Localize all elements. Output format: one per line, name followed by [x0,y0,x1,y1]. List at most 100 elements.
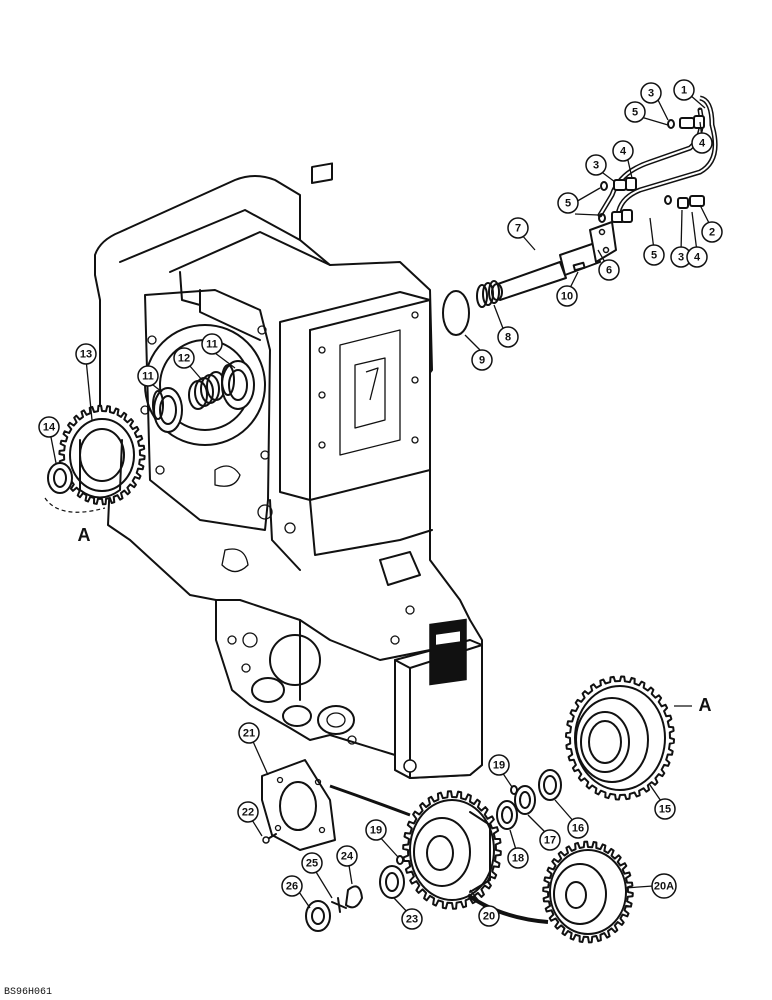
callout-label: 4 [620,146,627,158]
callout-label: 18 [512,853,524,865]
callout-circle [488,754,510,776]
callout-label: 14 [43,422,56,434]
callout-c12: 12 [173,347,195,369]
callout-circle [478,905,500,927]
transmission-housing [94,162,483,779]
callout-label: 6 [606,265,612,277]
callout-label: 9 [479,355,485,367]
callout-c10: 10 [556,285,578,307]
callout-layer: 1233344455567891011111213141516171819192… [38,79,723,930]
callout-label: 4 [694,252,701,264]
callout-circle [654,798,676,820]
callout-circle [507,847,529,869]
callout-label: 15 [659,804,671,816]
callout-c5a: 5 [624,101,646,123]
callout-c1: 1 [673,79,695,101]
callout-circle [585,154,607,176]
hydraulic-lines [442,95,718,336]
callout-c4a: 4 [612,140,634,162]
callout-circle [365,819,387,841]
callout-label: 11 [142,371,154,383]
callout-c15: 15 [654,798,676,820]
callout-circle [651,873,677,899]
callout-label: 3 [678,252,684,264]
callout-circle [686,246,708,268]
callout-circle [201,333,223,355]
callout-c23: 23 [401,908,423,930]
callout-label: 5 [632,107,638,119]
callout-label: 26 [286,881,298,893]
callout-label: 19 [370,825,382,837]
callout-label: 1 [681,85,687,97]
callout-c4b: 4 [691,132,713,154]
callout-c13: 13 [75,343,97,365]
callout-label: 13 [80,349,92,361]
callout-c14: 14 [38,416,60,438]
callout-c17: 17 [539,829,561,851]
callout-circle [281,875,303,897]
callout-c8: 8 [497,326,519,348]
callout-circle [598,259,620,281]
callout-circle [497,326,519,348]
callout-c3a: 3 [640,82,662,104]
callout-c20: 20 [478,905,500,927]
callout-c24: 24 [336,845,358,867]
callout-label: 12 [178,353,190,365]
callout-c5c: 5 [643,244,665,266]
callout-label: 23 [406,914,418,926]
view-marker-a-right: A [699,695,712,715]
callout-c6: 6 [598,259,620,281]
callout-circle [673,79,695,101]
callout-circle [691,132,713,154]
callout-label: 17 [544,835,556,847]
callout-circle [301,852,323,874]
rear-gear-assembly [44,360,255,513]
callout-label: 7 [515,223,521,235]
callout-c26: 26 [281,875,303,897]
callout-c19b: 19 [365,819,387,841]
callout-label: 5 [565,198,571,210]
lower-gear-group [261,759,634,944]
callout-label: 20 [483,911,495,923]
callout-circle [238,722,260,744]
callout-label: 19 [493,760,505,772]
callout-label: 10 [561,291,573,303]
callout-c16: 16 [567,817,589,839]
callout-circle [557,192,579,214]
callout-circle [539,829,561,851]
callout-label: 16 [572,823,584,835]
callout-label: 22 [242,807,254,819]
callout-circle [237,801,259,823]
callout-label: 21 [243,728,255,740]
callout-label: 24 [341,851,354,863]
callout-circle [401,908,423,930]
callout-circle [567,817,589,839]
callout-label: 5 [651,250,657,262]
callout-c3b: 3 [585,154,607,176]
figure-reference: BS96H061 [4,987,52,998]
callout-c2: 2 [701,221,723,243]
callout-circle [612,140,634,162]
callout-label: 25 [306,858,318,870]
callout-c18: 18 [507,847,529,869]
callout-label: 4 [699,138,706,150]
callout-label: 3 [648,88,654,100]
callout-circle [640,82,662,104]
callout-circle [38,416,60,438]
callout-c11a: 11 [201,333,223,355]
callout-c19a: 19 [488,754,510,776]
callout-circle [507,217,529,239]
callout-c4c: 4 [686,246,708,268]
callout-c20a: 20A [651,873,677,899]
callout-c5b: 5 [557,192,579,214]
callout-circle [137,365,159,387]
callout-c22: 22 [237,801,259,823]
callout-circle [643,244,665,266]
callout-label: 11 [206,339,218,351]
view-marker-a-left: A [78,525,91,545]
callout-circle [173,347,195,369]
callout-c25: 25 [301,852,323,874]
callout-label: 2 [709,227,715,239]
